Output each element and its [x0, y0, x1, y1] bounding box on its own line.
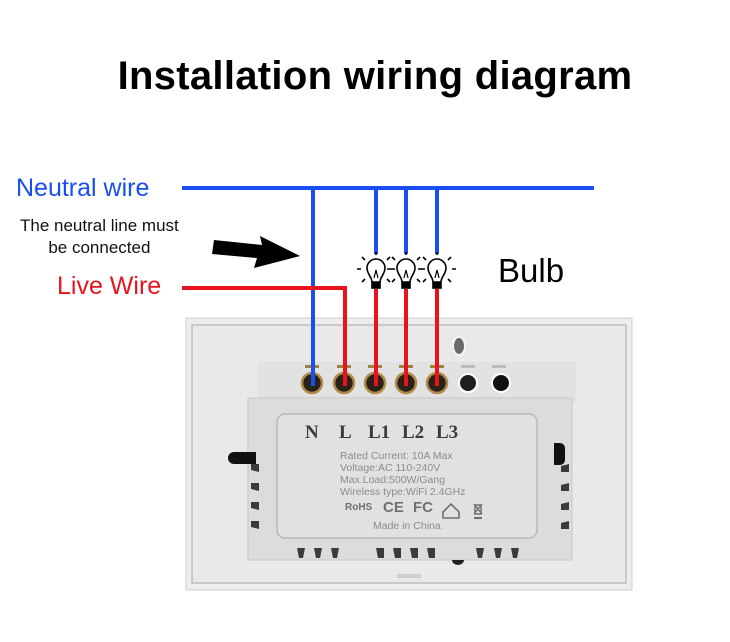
made-in-label: Made in China [373, 520, 441, 532]
terminal-screw-unused-2 [491, 365, 511, 393]
live-wire-label: Live Wire [57, 272, 162, 300]
arrow-icon [212, 236, 300, 268]
spec-voltage: Voltage:AC 110-240V [340, 462, 441, 474]
rohs-mark: RoHS [345, 502, 373, 513]
spec-wireless: Wireless type:WiFi 2.4GHz [340, 486, 466, 498]
left-vents [251, 464, 259, 529]
bulb-icon-1 [357, 252, 395, 289]
bottom-vents [297, 548, 519, 558]
neutral-note-line2: be connected [48, 238, 151, 257]
live-wires [182, 286, 439, 386]
diagram-title: Installation wiring diagram [117, 54, 633, 98]
terminal-label-l: L [339, 422, 352, 443]
bulb-label: Bulb [498, 252, 565, 289]
ce-mark: CE [383, 499, 404, 516]
right-mount-clip [554, 443, 565, 465]
switch-panel [185, 317, 633, 591]
spec-rated-current: Rated Current: 10A Max [340, 450, 453, 462]
spec-max-load: Max.Load:500W/Gang [340, 474, 446, 486]
right-vents [561, 464, 569, 529]
neutral-wire-label: Neutral wire [16, 174, 150, 202]
terminal-label-l2: L2 [402, 422, 425, 443]
terminal-label-l1: L1 [368, 422, 391, 443]
neutral-note-line1: The neutral line must [20, 216, 179, 235]
terminal-label-n: N [305, 422, 319, 443]
indicator-light [452, 336, 466, 356]
home-icon [442, 502, 460, 519]
bulb-icon-3 [418, 252, 456, 289]
weee-icon [473, 503, 483, 519]
live-main-wire [182, 286, 347, 386]
left-mount-clip [228, 452, 256, 464]
fc-mark: FC [413, 499, 433, 516]
bulb-icon-2 [387, 252, 425, 289]
terminal-screw-unused-1 [458, 365, 478, 393]
bulb-icons [357, 252, 456, 289]
terminal-label-l3: L3 [436, 422, 459, 443]
neutral-note: The neutral line must be connected [20, 215, 179, 259]
